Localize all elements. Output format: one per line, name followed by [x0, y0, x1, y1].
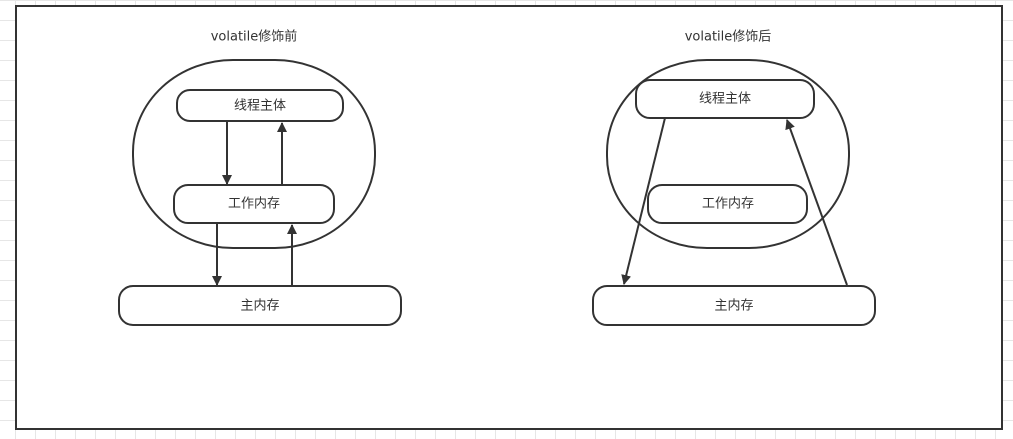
after-thread-body-box [635, 79, 815, 119]
after-arrow-main-to-thread [785, 119, 848, 286]
before-working-memory-box [173, 184, 335, 224]
after-main-memory-label: 主内存 [714, 298, 753, 314]
before-diagram: volatile修饰前 线程主体 工作内存 主内存 [118, 29, 402, 326]
before-title: volatile修饰前 [211, 29, 298, 45]
after-thread-body-label: 线程主体 [699, 92, 751, 107]
after-working-memory-box [647, 184, 808, 224]
before-working-memory-label: 工作内存 [228, 196, 280, 212]
before-main-memory-label: 主内存 [240, 298, 279, 314]
before-thread-body-label: 线程主体 [234, 99, 286, 114]
after-main-memory-box [592, 285, 876, 326]
after-working-memory-label: 工作内存 [702, 196, 754, 212]
after-arrow-thread-to-main [621, 117, 666, 285]
before-main-memory-box [118, 285, 402, 326]
after-diagram: volatile修饰后 线程主体 工作内存 主内存 [592, 30, 876, 326]
after-title: volatile修饰后 [685, 30, 772, 45]
before-thread-body-box [176, 89, 344, 122]
